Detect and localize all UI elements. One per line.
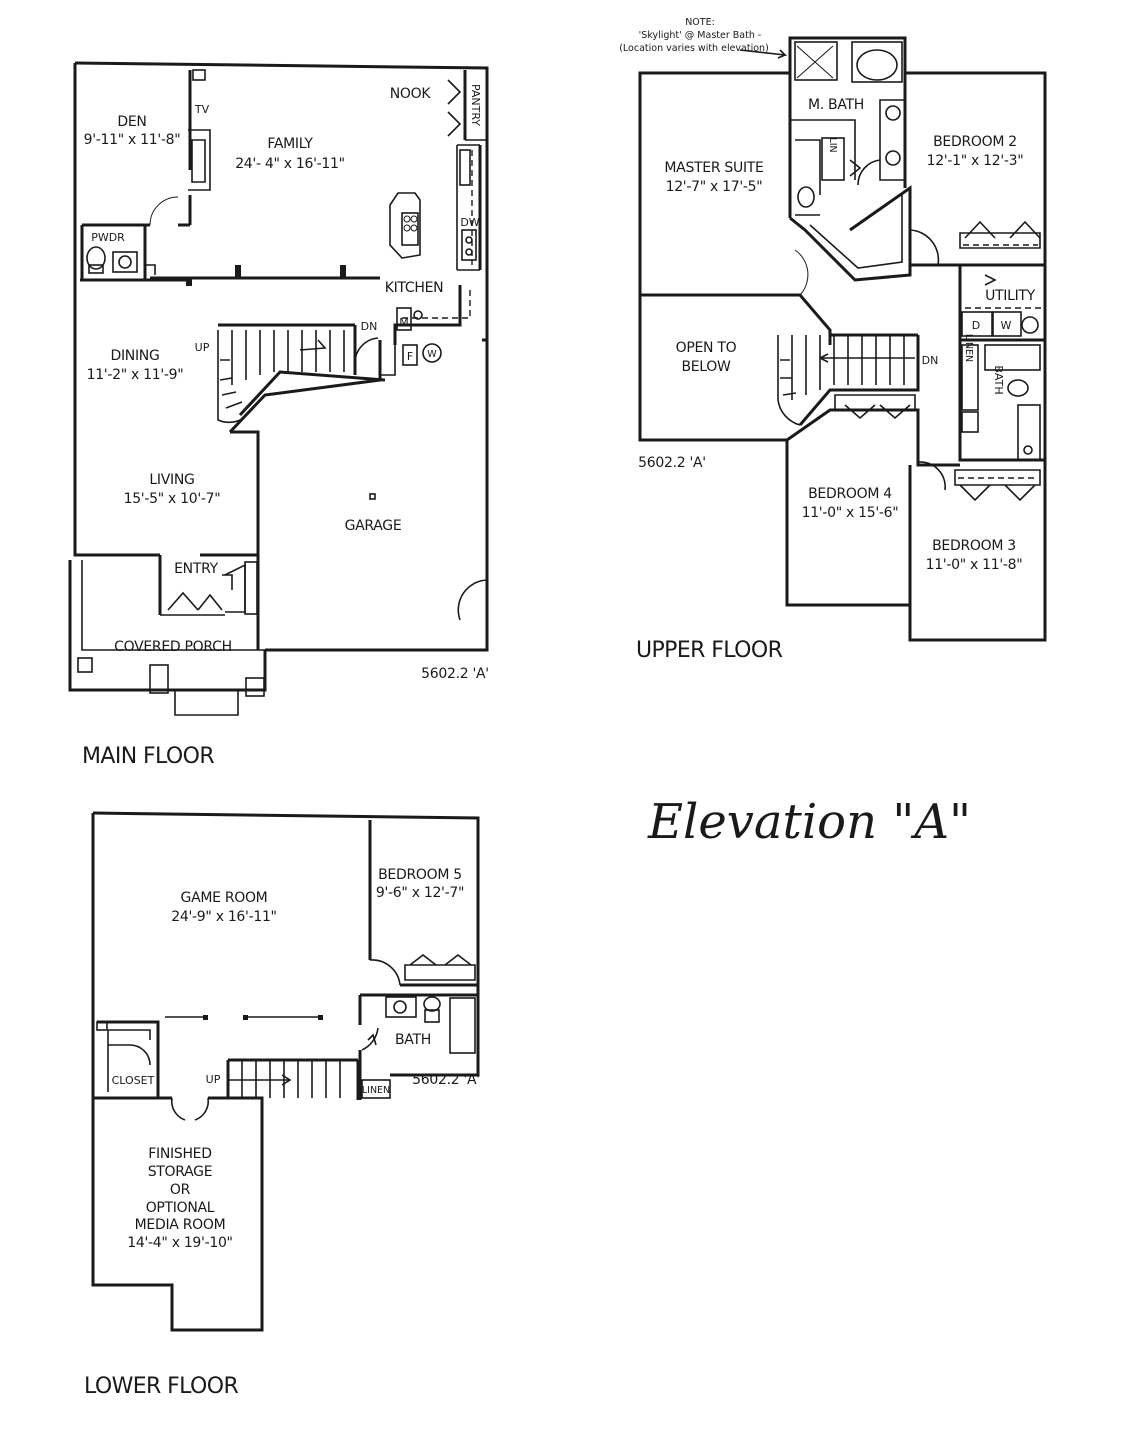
open-line1: OPEN TO [676,340,737,356]
master-size: 12'-7" x 17'-5" [666,179,763,195]
bed5-size: 9'-6" x 12'-7" [376,885,464,901]
storage-line4: OPTIONAL [146,1200,215,1216]
bed5-name: BEDROOM 5 [378,867,462,883]
dryer-label: D [972,319,980,332]
porch-label: COVERED PORCH [114,639,232,655]
bed2-size: 12'-1" x 12'-3" [927,153,1024,169]
washer-label: W [1001,319,1012,332]
den-size: 9'-11" x 11'-8" [84,132,181,148]
lower-plan-code: 5602.2 'A' [412,1072,480,1088]
storage-size: 14'-4" x 19'-10" [127,1235,232,1251]
elevation-handwritten: Elevation "A" [647,794,971,850]
pwdr-label: PWDR [91,231,125,244]
storage-line1: FINISHED [148,1146,211,1162]
game-size: 24'-9" x 16'-11" [171,909,276,925]
lower-floor-plan [91,811,480,1332]
living-name: LIVING [149,472,194,488]
note-line2: 'Skylight' @ Master Bath - [639,30,762,41]
game-name: GAME ROOM [181,890,268,906]
lower-floor-title: LOWER FLOOR [84,1374,238,1399]
kitchen-label: KITCHEN [385,280,444,296]
utility-label: UTILITY [985,288,1036,304]
family-size: 24'- 4" x 16'-11" [235,156,345,172]
lower-linen-label: LINEN [362,1085,390,1096]
upper-floor-title: UPPER FLOOR [636,638,783,663]
storage-line3: OR [170,1182,191,1198]
bed2-name: BEDROOM 2 [933,134,1017,150]
main-floor-title: MAIN FLOOR [82,744,214,769]
upper-plan-code: 5602.2 'A' [638,455,706,471]
dining-size: 11'-2" x 11'-9" [87,367,184,383]
upper-bath-label: BATH [992,365,1005,394]
den-name: DEN [117,114,146,130]
note-line1: NOTE: [685,17,715,28]
garage-label: GARAGE [345,518,402,534]
mbath-label: M. BATH [808,97,864,113]
closet-label: CLOSET [112,1074,155,1087]
living-size: 15'-5" x 10'-7" [124,491,221,507]
storage-line2: STORAGE [148,1164,213,1180]
note-line3: (Location varies with elevation) [619,43,769,54]
bed4-name: BEDROOM 4 [808,486,892,502]
bed3-size: 11'-0" x 11'-8" [926,557,1023,573]
master-name: MASTER SUITE [664,160,763,176]
w-label: W [427,349,437,360]
linen-label: LINEN [963,334,974,362]
lower-up-label: UP [206,1073,221,1086]
f-label: F [407,350,413,363]
lower-bath-label: BATH [395,1032,431,1048]
main-floor-plan [68,61,489,716]
dining-name: DINING [110,348,159,364]
tv-label: TV [194,103,210,116]
nook-label: NOOK [390,86,432,102]
bed4-size: 11'-0" x 15'-6" [802,505,899,521]
stair-up-label: UP [195,341,210,354]
stair-dn-label: DN [361,320,378,333]
pantry-label: PANTRY [469,84,482,126]
upper-dn-label: DN [922,354,939,367]
upper-floor-plan [638,36,1047,642]
main-plan-code: 5602.2 'A' [421,666,489,682]
m-label: M [399,316,409,329]
bed3-name: BEDROOM 3 [932,538,1016,554]
dw-label: DW [460,216,479,229]
storage-line5: MEDIA ROOM [135,1217,226,1233]
entry-label: ENTRY [174,561,219,577]
family-name: FAMILY [267,136,313,152]
lin-label: LIN [827,137,838,152]
open-line2: BELOW [681,359,731,375]
